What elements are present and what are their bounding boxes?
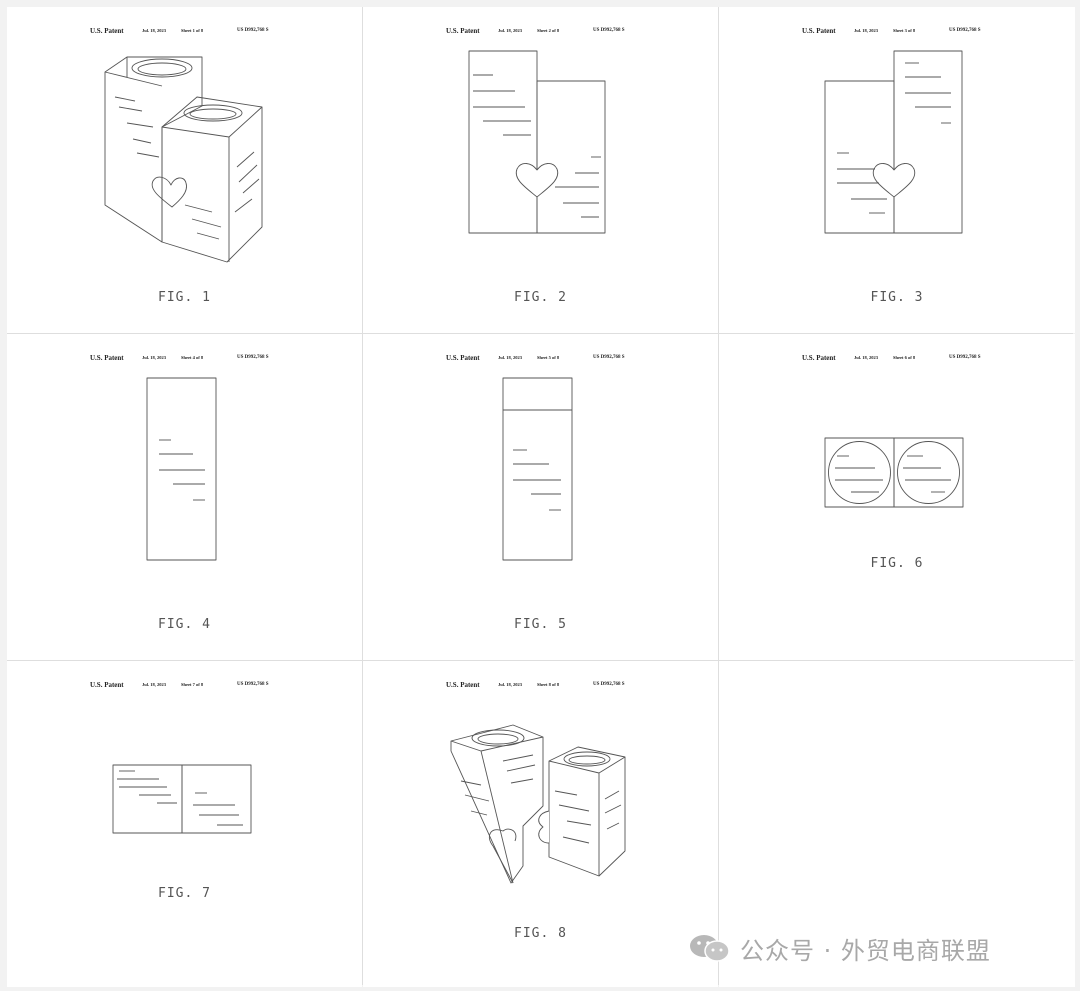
fig5-side-drawing xyxy=(502,377,573,561)
figure-label: FIG. 4 xyxy=(158,617,211,632)
patent-number: US D992,768 S xyxy=(593,682,625,687)
sheet-number: Sheet 6 of 8 xyxy=(893,355,916,360)
patent-number: US D992,768 S xyxy=(237,28,269,33)
patent-label: U.S. Patent xyxy=(90,681,124,689)
patent-sheet-4: U.S. Patent Jul. 18, 2023 Sheet 4 of 8 U… xyxy=(7,334,362,660)
patent-label: U.S. Patent xyxy=(446,354,480,362)
empty-cell xyxy=(719,661,1075,987)
figure-label: FIG. 6 xyxy=(870,556,924,571)
figure-label: FIG. 2 xyxy=(514,290,567,305)
sheet-number: Sheet 3 of 8 xyxy=(893,28,916,33)
figure-label: FIG. 8 xyxy=(514,926,567,941)
patent-date: Jul. 18, 2023 xyxy=(498,682,523,687)
patent-date: Jul. 18, 2023 xyxy=(142,28,167,33)
figure-label: FIG. 5 xyxy=(514,617,567,632)
fig7-bottom-drawing xyxy=(112,764,252,834)
figure-label: FIG. 7 xyxy=(158,886,211,901)
patent-sheet-7: U.S. Patent Jul. 18, 2023 Sheet 7 of 8 U… xyxy=(7,661,362,987)
patent-sheet-grid: U.S. Patent Jul. 18, 2023 Sheet 1 of 8 U… xyxy=(7,7,1075,987)
fig4-side-drawing xyxy=(146,377,217,561)
patent-label: U.S. Patent xyxy=(802,354,836,362)
patent-label: U.S. Patent xyxy=(446,681,480,689)
patent-label: U.S. Patent xyxy=(90,27,124,35)
sheet-number: Sheet 7 of 8 xyxy=(181,682,204,687)
fig8-separated-drawing xyxy=(450,724,626,884)
figure-label: FIG. 3 xyxy=(870,290,924,305)
sheet-number: Sheet 1 of 8 xyxy=(181,28,204,33)
patent-sheet-8: U.S. Patent Jul. 18, 2023 Sheet 8 of 8 U… xyxy=(363,661,718,987)
patent-label: U.S. Patent xyxy=(802,27,836,35)
fig6-top-drawing xyxy=(824,437,964,508)
sheet-header: U.S. Patent Jul. 18, 2023 Sheet 5 of 8 U… xyxy=(446,354,636,366)
sheet-header: U.S. Patent Jul. 18, 2023 Sheet 1 of 8 U… xyxy=(90,27,280,39)
patent-sheet-6: U.S. Patent Jul. 18, 2023 Sheet 6 of 8 U… xyxy=(719,334,1075,660)
patent-label: U.S. Patent xyxy=(446,27,480,35)
sheet-header: U.S. Patent Jul. 18, 2023 Sheet 3 of 8 U… xyxy=(802,27,992,39)
sheet-header: U.S. Patent Jul. 18, 2023 Sheet 8 of 8 U… xyxy=(446,681,636,693)
fig3-rear-drawing xyxy=(824,50,963,234)
sheet-header: U.S. Patent Jul. 18, 2023 Sheet 6 of 8 U… xyxy=(802,354,992,366)
fig2-front-drawing xyxy=(468,50,606,234)
fig1-perspective-drawing xyxy=(104,56,263,263)
wechat-icon xyxy=(690,935,730,962)
patent-sheet-5: U.S. Patent Jul. 18, 2023 Sheet 5 of 8 U… xyxy=(363,334,718,660)
patent-label: U.S. Patent xyxy=(90,354,124,362)
patent-number: US D992,768 S xyxy=(237,355,269,360)
patent-sheet-2: U.S. Patent Jul. 18, 2023 Sheet 2 of 8 U… xyxy=(363,7,718,333)
watermark-text: 公众号 · 外贸电商联盟 xyxy=(740,936,991,965)
patent-date: Jul. 18, 2023 xyxy=(498,355,523,360)
patent-number: US D992,768 S xyxy=(949,28,981,33)
patent-date: Jul. 18, 2023 xyxy=(854,355,879,360)
patent-date: Jul. 18, 2023 xyxy=(498,28,523,33)
watermark: 公众号 · 外贸电商联盟 xyxy=(688,933,991,965)
sheet-number: Sheet 5 of 8 xyxy=(537,355,560,360)
patent-date: Jul. 18, 2023 xyxy=(854,28,879,33)
sheet-header: U.S. Patent Jul. 18, 2023 Sheet 2 of 8 U… xyxy=(446,27,636,39)
patent-date: Jul. 18, 2023 xyxy=(142,682,167,687)
patent-sheet-1: U.S. Patent Jul. 18, 2023 Sheet 1 of 8 U… xyxy=(7,7,362,333)
sheet-header: U.S. Patent Jul. 18, 2023 Sheet 7 of 8 U… xyxy=(90,681,280,693)
patent-date: Jul. 18, 2023 xyxy=(142,355,167,360)
patent-number: US D992,768 S xyxy=(237,682,269,687)
sheet-number: Sheet 2 of 8 xyxy=(537,28,560,33)
patent-number: US D992,768 S xyxy=(949,355,981,360)
patent-number: US D992,768 S xyxy=(593,28,625,33)
figure-label: FIG. 1 xyxy=(158,290,211,305)
sheet-number: Sheet 8 of 8 xyxy=(537,682,560,687)
sheet-number: Sheet 4 of 8 xyxy=(181,355,204,360)
sheet-header: U.S. Patent Jul. 18, 2023 Sheet 4 of 8 U… xyxy=(90,354,280,366)
patent-number: US D992,768 S xyxy=(593,355,625,360)
patent-sheet-3: U.S. Patent Jul. 18, 2023 Sheet 3 of 8 U… xyxy=(719,7,1075,333)
